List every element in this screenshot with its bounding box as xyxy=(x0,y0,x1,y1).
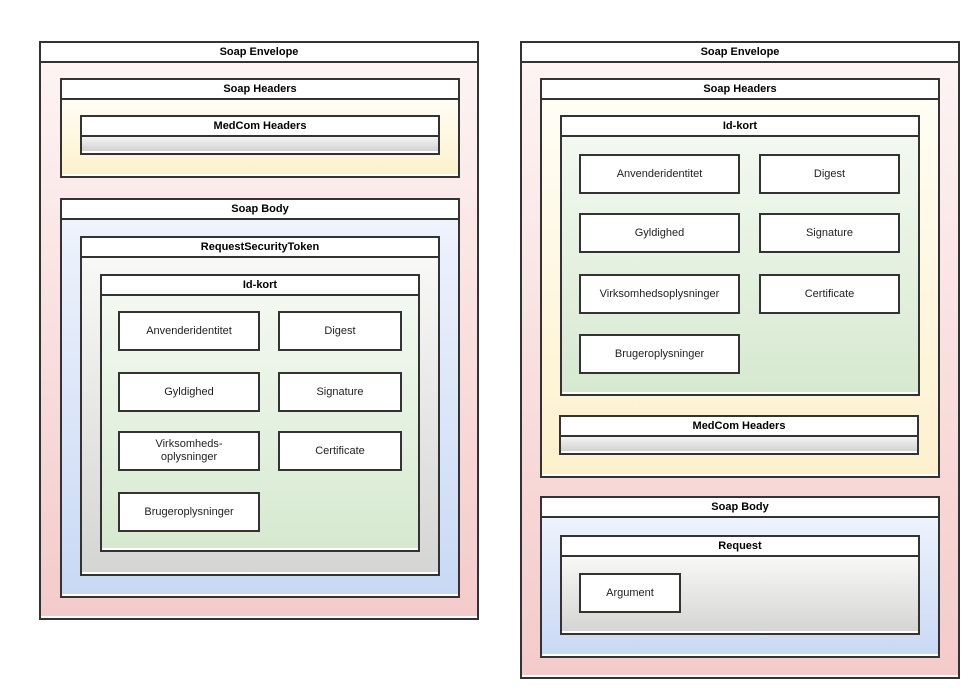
right-soap-headers-panel: Soap Headers Id-kort Anvenderidentitet D… xyxy=(540,78,940,478)
right-medcom-headers-title: MedCom Headers xyxy=(561,417,917,437)
right-request-body: Argument xyxy=(562,557,918,631)
right-soap-headers-title: Soap Headers xyxy=(542,80,938,100)
right-medcom-headers-panel: MedCom Headers xyxy=(559,415,919,455)
right-request-panel: Request Argument xyxy=(560,535,920,635)
right-anvenderidentitet-box: Anvenderidentitet xyxy=(579,154,740,194)
left-request-security-token-panel: RequestSecurityToken Id-kort Anvenderide… xyxy=(80,236,440,576)
left-anvenderidentitet-box: Anvenderidentitet xyxy=(118,311,260,351)
right-virksomhedsoplysninger-box: Virksomhedsoplysninger xyxy=(579,274,740,314)
left-soap-envelope-body: Soap Headers MedCom Headers Soap Body Re… xyxy=(41,63,477,616)
right-soap-headers-body: Id-kort Anvenderidentitet Digest Gyldigh… xyxy=(542,100,938,474)
right-request-title: Request xyxy=(562,537,918,557)
right-idkort-title: Id-kort xyxy=(562,117,918,137)
left-virksomhedsoplysninger-box: Virksomheds- oplysninger xyxy=(118,431,260,471)
right-idkort-panel: Id-kort Anvenderidentitet Digest Gyldigh… xyxy=(560,115,920,396)
left-idkort-body: Anvenderidentitet Digest Gyldighed Signa… xyxy=(102,296,418,548)
left-brugeroplysninger-box: Brugeroplysninger xyxy=(118,492,260,532)
right-signature-box: Signature xyxy=(759,213,900,253)
right-soap-envelope-title: Soap Envelope xyxy=(522,43,958,63)
right-idkort-body: Anvenderidentitet Digest Gyldighed Signa… xyxy=(562,137,918,392)
left-idkort-panel: Id-kort Anvenderidentitet Digest Gyldigh… xyxy=(100,274,420,552)
left-soap-envelope-panel: Soap Envelope Soap Headers MedCom Header… xyxy=(39,41,479,620)
right-soap-body-title: Soap Body xyxy=(542,498,938,518)
left-soap-headers-body: MedCom Headers xyxy=(62,100,458,174)
left-request-security-token-title: RequestSecurityToken xyxy=(82,238,438,258)
right-digest-box: Digest xyxy=(759,154,900,194)
left-medcom-headers-panel: MedCom Headers xyxy=(80,115,440,155)
left-soap-body-panel: Soap Body RequestSecurityToken Id-kort A… xyxy=(60,198,460,598)
left-signature-box: Signature xyxy=(278,372,402,412)
left-certificate-box: Certificate xyxy=(278,431,402,471)
left-idkort-title: Id-kort xyxy=(102,276,418,296)
left-soap-envelope-title: Soap Envelope xyxy=(41,43,477,63)
left-medcom-headers-title: MedCom Headers xyxy=(82,117,438,137)
left-medcom-headers-content-bar xyxy=(82,137,438,151)
right-soap-envelope-panel: Soap Envelope Soap Headers Id-kort Anven… xyxy=(520,41,960,679)
right-certificate-box: Certificate xyxy=(759,274,900,314)
right-brugeroplysninger-box: Brugeroplysninger xyxy=(579,334,740,374)
left-soap-body-body: RequestSecurityToken Id-kort Anvenderide… xyxy=(62,220,458,594)
left-soap-headers-panel: Soap Headers MedCom Headers xyxy=(60,78,460,178)
right-argument-box: Argument xyxy=(579,573,681,613)
right-soap-body-panel: Soap Body Request Argument xyxy=(540,496,940,658)
left-gyldighed-box: Gyldighed xyxy=(118,372,260,412)
right-soap-body-body: Request Argument xyxy=(542,518,938,654)
left-digest-box: Digest xyxy=(278,311,402,351)
left-request-security-token-body: Id-kort Anvenderidentitet Digest Gyldigh… xyxy=(82,258,438,572)
right-soap-envelope-body: Soap Headers Id-kort Anvenderidentitet D… xyxy=(522,63,958,675)
right-medcom-headers-content-bar xyxy=(561,437,917,451)
left-soap-headers-title: Soap Headers xyxy=(62,80,458,100)
left-soap-body-title: Soap Body xyxy=(62,200,458,220)
right-gyldighed-box: Gyldighed xyxy=(579,213,740,253)
